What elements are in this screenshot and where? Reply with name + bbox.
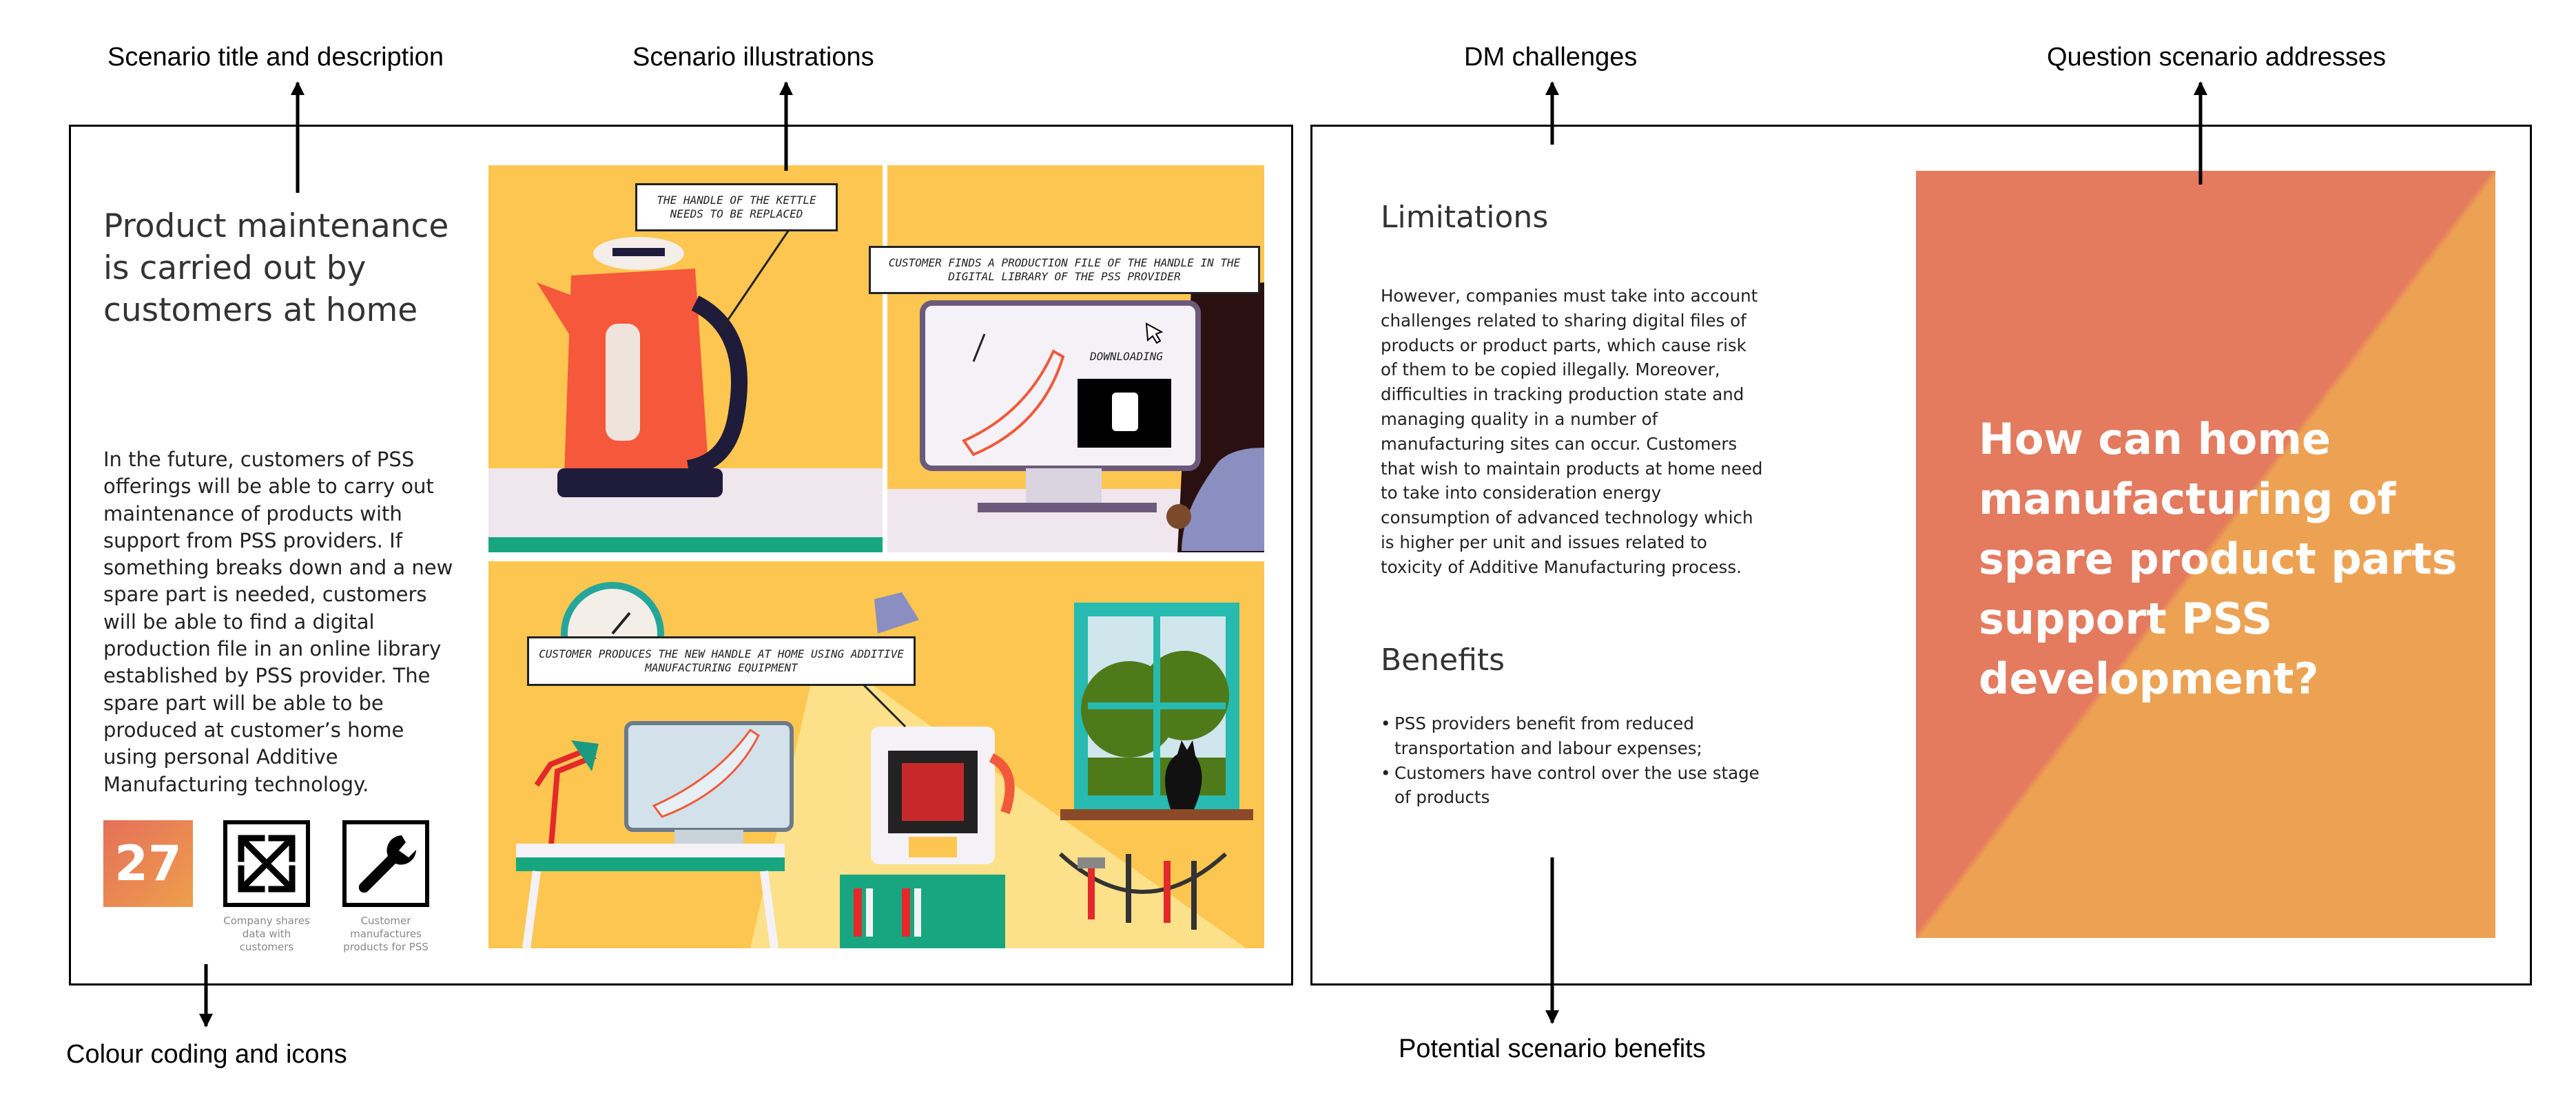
comic-panel-computer (887, 165, 1264, 552)
shares-data-caption: Company shares data with customers (223, 915, 310, 953)
comic-illustration (488, 165, 1264, 948)
comic-caption-kettle: THE HANDLE OF THE KETTLE NEEDS TO BE REP… (635, 183, 838, 231)
callout-potential-benefits: Potential scenario benefits (1399, 1034, 1706, 1063)
wrench-caption: Customer manufactures products for PSS (343, 915, 429, 953)
callout-scenario-illustrations: Scenario illustrations (632, 43, 874, 72)
question-panel (1916, 171, 2495, 938)
question-text: How can home manufacturing of spare prod… (1979, 414, 2457, 704)
scenario-description: In the future, customers of PSS offering… (103, 448, 453, 796)
comic-downloading-label: DOWNLOADING (1090, 350, 1163, 363)
callout-question: Question scenario addresses (2047, 43, 2387, 72)
scenario-title: Product maintenance is carried out by cu… (103, 207, 449, 329)
comic-panel-workshop (488, 561, 1264, 948)
benefits-list: PSS providers benefit from reduced trans… (1381, 711, 1766, 810)
wrench-icon (342, 820, 429, 907)
scenario-number-badge: 27 (103, 820, 193, 907)
limitations-heading: Limitations (1381, 200, 1549, 235)
benefits-heading: Benefits (1381, 643, 1505, 678)
limitations-text: However, companies must take into accoun… (1381, 286, 1763, 577)
callout-dm-challenges: DM challenges (1464, 43, 1638, 72)
shares-data-icon (223, 820, 310, 907)
benefit-item: Customers have control over the use stag… (1381, 761, 1766, 811)
callout-scenario-title: Scenario title and description (107, 43, 444, 72)
callout-colour-coding: Colour coding and icons (66, 1040, 347, 1069)
comic-caption-manufacture: CUSTOMER PRODUCES THE NEW HANDLE AT HOME… (527, 636, 916, 686)
benefit-item: PSS providers benefit from reduced trans… (1381, 711, 1766, 761)
comic-caption-library: CUSTOMER FINDS A PRODUCTION FILE OF THE … (869, 246, 1260, 294)
